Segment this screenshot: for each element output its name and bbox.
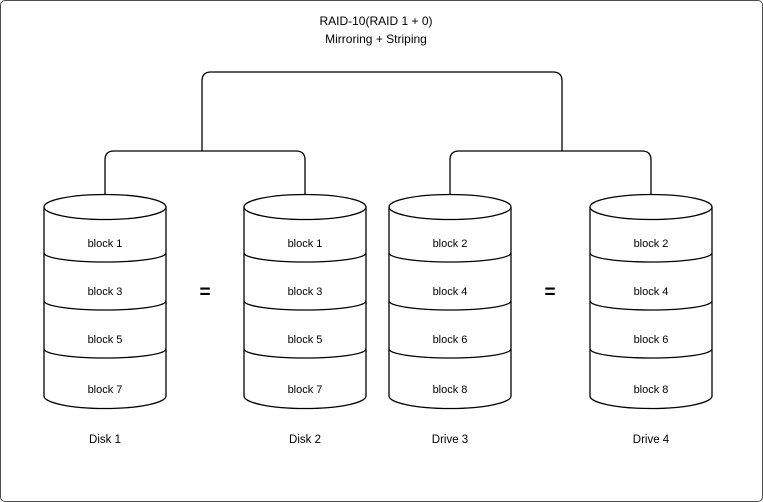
disk-block-label: block 1 xyxy=(88,238,123,250)
disk-block-label: block 5 xyxy=(288,334,323,346)
disk-divider xyxy=(43,252,167,263)
disk-block-label: block 4 xyxy=(634,286,669,298)
diagram-title: RAID-10(RAID 1 + 0) xyxy=(319,14,432,28)
disk-block-label: block 8 xyxy=(433,384,468,396)
mirror-bracket-pair2 xyxy=(449,150,652,195)
disk-divider xyxy=(243,300,367,311)
disk-top-ellipse xyxy=(388,193,512,221)
disk-block-label: block 2 xyxy=(433,238,468,250)
disk-block-label: block 8 xyxy=(634,384,669,396)
disk-divider xyxy=(243,348,367,359)
equals-sign-pair1: = xyxy=(199,282,210,303)
disk-block-label: block 5 xyxy=(88,334,123,346)
diagram-subtitle: Mirroring + Striping xyxy=(325,32,427,46)
disk-block-label: block 3 xyxy=(288,286,323,298)
disk-block-label: block 1 xyxy=(288,238,323,250)
disk-divider xyxy=(388,348,512,359)
disk-divider xyxy=(388,252,512,263)
disk-cylinder-3: block 2 block 4 block 6 block 8 Drive 3 xyxy=(388,193,512,446)
disk-block-label: block 6 xyxy=(634,334,669,346)
stripe-bracket-top xyxy=(201,71,563,151)
disk-block-label: block 7 xyxy=(288,384,323,396)
disk-divider xyxy=(589,300,713,311)
disk-body xyxy=(589,207,713,410)
disk-divider xyxy=(388,300,512,311)
disk-name-label: Drive 4 xyxy=(633,434,670,446)
disk-block-label: block 3 xyxy=(88,286,123,298)
disk-name-label: Disk 1 xyxy=(89,434,121,446)
disk-body xyxy=(43,207,167,410)
disk-top-ellipse xyxy=(43,193,167,221)
disk-top-ellipse xyxy=(589,193,713,221)
disk-divider xyxy=(43,348,167,359)
disk-top-ellipse xyxy=(243,193,367,221)
disk-divider xyxy=(43,300,167,311)
disk-block-label: block 7 xyxy=(88,384,123,396)
disk-cylinder-4: block 2 block 4 block 6 block 8 Drive 4 xyxy=(589,193,713,446)
disk-divider xyxy=(589,252,713,263)
disk-body xyxy=(388,207,512,410)
disk-name-label: Drive 3 xyxy=(432,434,468,446)
disk-divider xyxy=(243,252,367,263)
disk-block-label: block 6 xyxy=(433,334,468,346)
disk-cylinder-2: block 1 block 3 block 5 block 7 Disk 2 xyxy=(243,193,367,446)
disk-block-label: block 4 xyxy=(433,286,468,298)
disk-block-label: block 2 xyxy=(634,238,669,250)
mirror-bracket-pair1 xyxy=(104,150,306,195)
disk-body xyxy=(243,207,367,410)
disk-cylinder-1: block 1 block 3 block 5 block 7 Disk 1 xyxy=(43,193,167,446)
disk-name-label: Disk 2 xyxy=(289,434,321,446)
equals-sign-pair2: = xyxy=(544,282,555,303)
disk-divider xyxy=(589,348,713,359)
